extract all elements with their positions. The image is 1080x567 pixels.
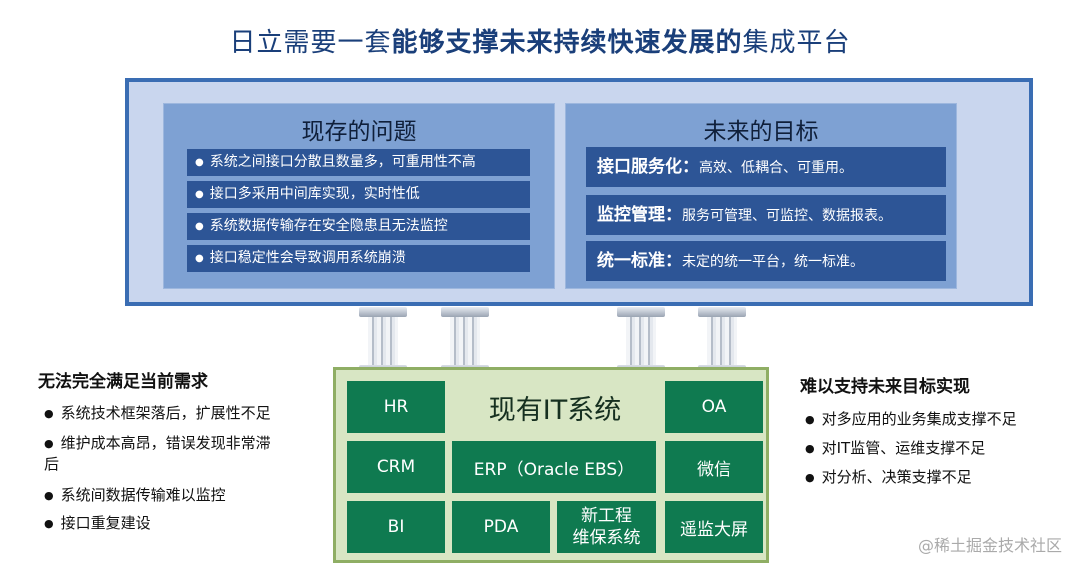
- pillar-icon: [441, 307, 489, 375]
- it-cell-oa: OA: [665, 381, 763, 433]
- problem-item: 系统之间接口分散且数量多，可重用性不高: [187, 149, 530, 176]
- pillar-icon: [617, 307, 665, 375]
- it-cell-maintenance-line1: 新工程: [581, 506, 632, 526]
- it-cell-hr: HR: [347, 381, 445, 433]
- goal-value: 高效、低耦合、可重用。: [699, 160, 853, 176]
- title-part-2: 能够支撑未来持续快速发展的: [391, 28, 743, 58]
- it-cell-erp: ERP（Oracle EBS）: [452, 441, 656, 493]
- left-side-item-wrap: 后: [44, 455, 60, 473]
- future-goals-heading: 未来的目标: [703, 119, 819, 145]
- right-side-heading: 难以支持未来目标实现: [800, 377, 970, 397]
- it-cell-maintenance: 新工程 维保系统: [557, 501, 656, 553]
- problem-item: 系统数据传输存在安全隐患且无法监控: [187, 213, 530, 240]
- pillar-icon: [359, 307, 407, 375]
- goal-value: 服务可管理、可监控、数据报表。: [682, 208, 892, 224]
- left-side-item: 接口重复建设: [44, 512, 151, 535]
- it-system-title: 现有IT系统: [488, 395, 622, 426]
- it-cell-maintenance-line2: 维保系统: [572, 528, 641, 548]
- goal-item: 接口服务化：高效、低耦合、可重用。: [586, 147, 946, 187]
- left-side-item: 维护成本高昂，错误发现非常滞: [44, 432, 271, 455]
- it-cell-pda: PDA: [452, 501, 550, 553]
- left-side-item: 系统技术框架落后，扩展性不足: [44, 402, 271, 425]
- goal-key: 统一标准：: [597, 251, 682, 271]
- future-goals-panel: 未来的目标 接口服务化：高效、低耦合、可重用。 监控管理：服务可管理、可监控、数…: [565, 103, 957, 289]
- right-side-item: 对IT监管、运维支撑不足: [805, 437, 986, 460]
- title-part-1: 日立需要一套: [229, 28, 392, 58]
- problem-item: 接口多采用中间库实现，实时性低: [187, 181, 530, 208]
- it-cell-bi: BI: [347, 501, 445, 553]
- current-problems-heading: 现存的问题: [301, 119, 417, 145]
- right-side-item: 对多应用的业务集成支撑不足: [805, 408, 1017, 431]
- it-cell-weixin: 微信: [665, 441, 763, 493]
- right-side-item: 对分析、决策支撑不足: [805, 466, 972, 489]
- pillar-icon: [698, 307, 746, 375]
- it-cell-crm: CRM: [347, 441, 445, 493]
- goal-key: 接口服务化：: [597, 157, 699, 177]
- goal-item: 统一标准：未定的统一平台，统一标准。: [586, 241, 946, 281]
- goal-item: 监控管理：服务可管理、可监控、数据报表。: [586, 195, 946, 235]
- problem-item: 接口稳定性会导致调用系统崩溃: [187, 245, 530, 272]
- left-side-heading: 无法完全满足当前需求: [38, 372, 208, 392]
- it-cell-remote-screen: 遥监大屏: [665, 501, 763, 553]
- goal-value: 未定的统一平台，统一标准。: [682, 254, 864, 270]
- watermark: @稀土掘金技术社区: [917, 536, 1062, 555]
- page-title: 日立需要一套能够支撑未来持续快速发展的集成平台: [0, 22, 1080, 59]
- title-part-3: 集成平台: [742, 28, 851, 58]
- current-problems-panel: 现存的问题 系统之间接口分散且数量多，可重用性不高 接口多采用中间库实现，实时性…: [163, 103, 555, 289]
- goal-key: 监控管理：: [597, 205, 682, 225]
- left-side-item: 系统间数据传输难以监控: [44, 484, 226, 507]
